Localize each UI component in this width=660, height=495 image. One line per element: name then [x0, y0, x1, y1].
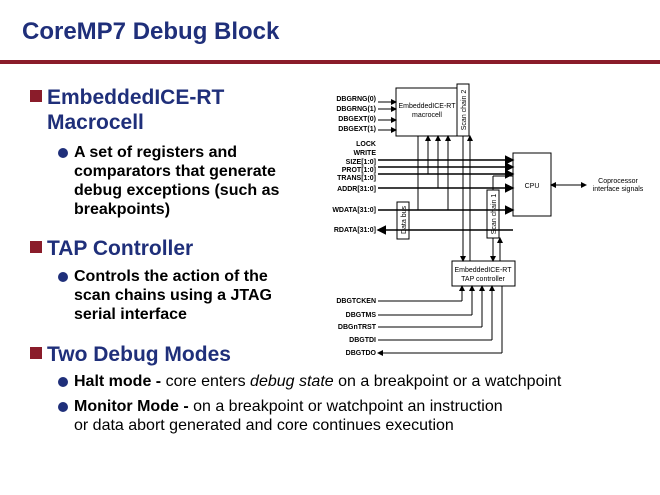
halt-ital: debug state: [250, 373, 334, 390]
sig-wdata: WDATA[31:0]: [332, 207, 376, 214]
section-bullet: [30, 241, 42, 253]
monitor-mode-label: Monitor Mode -: [74, 398, 194, 415]
sig-dbgtdo: DBGTDO: [346, 350, 377, 357]
sig-dbgtms: DBGTMS: [346, 312, 377, 319]
sig-addr: ADDR[31:0]: [337, 186, 376, 193]
monitor-l1: on a breakpoint or watchpoint an instruc…: [193, 398, 503, 415]
cpu-label: CPU: [525, 183, 540, 190]
ice-label-1: EmbeddedICE-RT: [398, 103, 456, 110]
sig-rdata: RDATA[31:0]: [334, 227, 376, 234]
title-rule: [0, 60, 660, 64]
sig-dbgext1: DBGEXT(1): [338, 126, 376, 133]
tap-controller-box: [451, 260, 516, 287]
sig-write: WRITE: [353, 150, 376, 157]
coproc-label-1: Coprocessor: [598, 178, 638, 185]
sig-dbgtdi: DBGTDI: [349, 337, 376, 344]
scan-chain-2-label: Scan chain 2: [461, 90, 468, 131]
heading-tap: TAP Controller: [47, 237, 194, 260]
sig-trans: TRANS[1:0]: [337, 175, 376, 182]
text-line: comparators that generate: [74, 163, 276, 180]
section-bullet: [30, 347, 42, 359]
coproc-label-2: interface signals: [593, 186, 644, 193]
section-bullet: [30, 90, 42, 102]
sig-dbgrng1: DBGRNG(1): [336, 106, 376, 113]
text-line: serial interface: [74, 306, 187, 323]
sig-size: SIZE[1:0]: [346, 159, 376, 166]
bullet-dot: [58, 272, 68, 282]
sig-dbgext0: DBGEXT(0): [338, 116, 376, 123]
text-line: breakpoints): [74, 201, 171, 218]
bullet-dot: [58, 402, 68, 412]
data-bus-label: Data bus: [401, 205, 408, 234]
heading-embeddedice-line2: Macrocell: [47, 111, 144, 134]
bullet-dot: [58, 377, 68, 387]
slide-title: CoreMP7 Debug Block: [22, 18, 280, 45]
halt-pre: core enters: [165, 373, 251, 390]
heading-embeddedice: EmbeddedICE-RT: [47, 86, 225, 109]
scan-chain-1-label: Scan chain 1: [491, 194, 498, 235]
sig-dbgrng0: DBGRNG(0): [336, 96, 376, 103]
sig-dbgtcken: DBGTCKEN: [336, 298, 376, 305]
halt-mode-label: Halt mode -: [74, 373, 166, 390]
sig-prot: PROT[1:0]: [342, 167, 376, 174]
text-line: Controls the action of the: [74, 268, 268, 285]
ice-macrocell-box: [395, 87, 459, 137]
heading-debug-modes: Two Debug Modes: [47, 343, 231, 366]
text-line: A set of registers and: [74, 144, 238, 161]
sig-dbgntrst: DBGnTRST: [338, 324, 377, 331]
monitor-mode-line2: or data abort generated and core continu…: [74, 417, 454, 434]
ice-label-2: macrocell: [412, 112, 442, 119]
sig-lock: LOCK: [356, 141, 376, 148]
halt-mode-line: Halt mode - core enters debug state on a…: [74, 372, 561, 391]
text-line: scan chains using a JTAG: [74, 287, 272, 304]
tap-label-1: EmbeddedICE-RT: [454, 267, 512, 274]
bullet-dot: [58, 148, 68, 158]
text-line: debug exceptions (such as: [74, 182, 280, 199]
tap-label-2: TAP controller: [461, 276, 505, 283]
monitor-mode-line: Monitor Mode - on a breakpoint or watchp…: [74, 397, 503, 416]
halt-post: on a breakpoint or a watchpoint: [333, 373, 562, 390]
